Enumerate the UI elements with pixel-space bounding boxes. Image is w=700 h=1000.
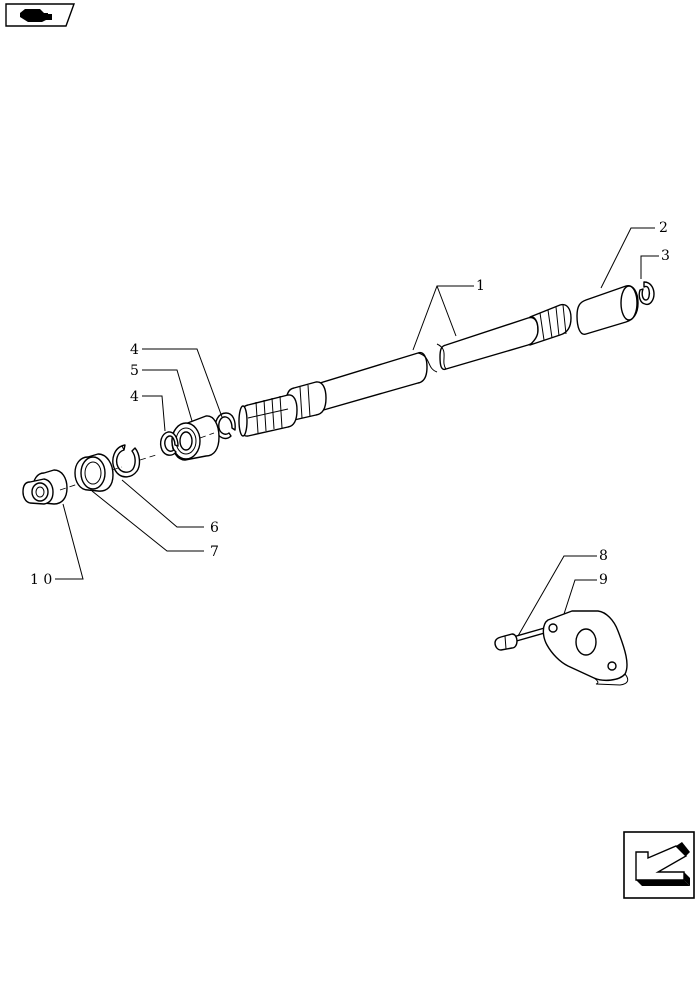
flange-plate: [542, 610, 629, 686]
callout-2: 2: [659, 220, 668, 236]
spacer-ring: [74, 453, 114, 492]
book-open-icon[interactable]: [5, 3, 75, 27]
callout-8: 8: [599, 548, 608, 564]
callout-1: 1: [476, 278, 485, 294]
callout-10: 1 0: [30, 572, 52, 588]
callout-4-upper: 4: [130, 342, 139, 358]
circlip-right: [638, 281, 655, 306]
shaft: [238, 303, 572, 437]
bearing: [171, 415, 220, 461]
callout-7: 7: [210, 544, 219, 560]
callout-6: 6: [210, 520, 219, 536]
leader-lines: [55, 227, 659, 637]
callout-5: 5: [130, 363, 139, 379]
callout-9: 9: [599, 572, 608, 588]
callout-3: 3: [661, 248, 670, 264]
snap-ring: [112, 444, 141, 478]
circlip-lower: [159, 431, 179, 456]
nut: [22, 469, 68, 505]
callout-labels: 1 2 3 4 5 4 6 7 8 9 1 0: [30, 220, 670, 588]
bolt: [494, 626, 551, 651]
next-page-arrow-icon[interactable]: [623, 831, 695, 899]
callout-4-lower: 4: [130, 389, 139, 405]
sleeve: [576, 285, 639, 335]
